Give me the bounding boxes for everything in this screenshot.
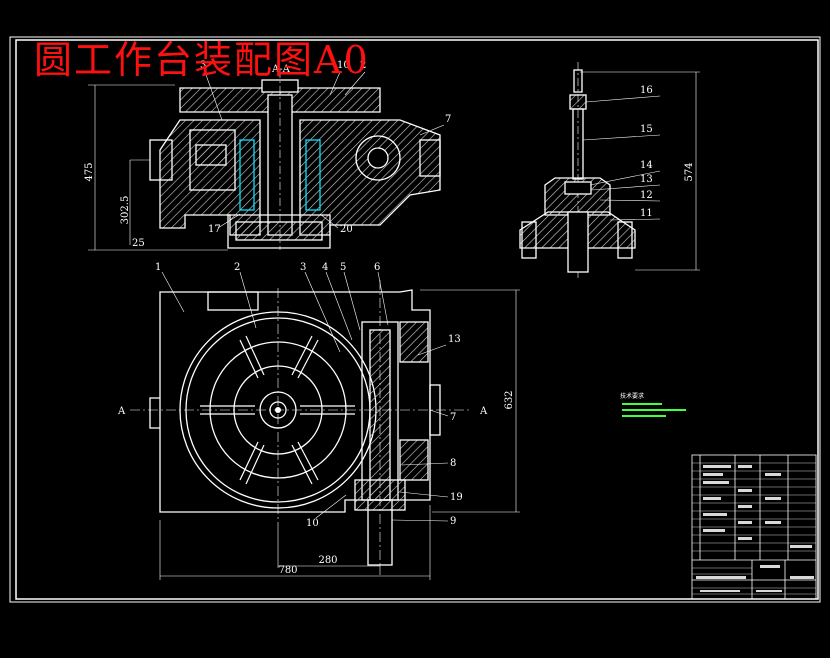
svg-text:475: 475 xyxy=(84,162,95,181)
dimension-text-632: 632 xyxy=(504,390,515,409)
label-9: 9 xyxy=(450,516,456,527)
svg-text:632: 632 xyxy=(504,390,515,409)
outer-border xyxy=(9,36,821,603)
label-top-20: 20 xyxy=(340,224,353,235)
top-view-annotations: A-A 3 10 2 7 17 20 475 302.5 25 xyxy=(84,60,451,249)
side-view-annotations: 16 15 14 13 12 11 574 xyxy=(640,85,695,219)
top-view-dim-lines xyxy=(88,71,445,251)
side-view-leaders xyxy=(580,71,700,271)
dimension-text-25: 25 xyxy=(132,238,145,249)
plan-view-leaders xyxy=(161,271,449,522)
svg-text:302.5: 302.5 xyxy=(120,196,131,225)
label-5: 5 xyxy=(340,262,346,273)
label-top-3: 3 xyxy=(200,60,206,71)
inner-border xyxy=(15,39,819,600)
label-12: 12 xyxy=(640,190,653,201)
plan-view-annotations: 1 2 3 4 5 6 13 7 8 19 9 10 A A 780 280 6… xyxy=(117,262,515,576)
section-mark-right: A xyxy=(479,406,488,417)
dimension-text-302: 302.5 xyxy=(120,196,131,225)
label-15: 15 xyxy=(640,124,653,135)
label-4: 4 xyxy=(322,262,328,273)
section-mark-left: A xyxy=(117,406,126,417)
title-block-rows xyxy=(692,462,816,595)
svg-text:574: 574 xyxy=(684,162,695,181)
label-11: 11 xyxy=(640,208,653,219)
title-block-fill-marks xyxy=(696,465,814,592)
label-3: 3 xyxy=(300,262,306,273)
section-mark-top: A-A xyxy=(271,64,291,75)
plan-dim-lines xyxy=(159,289,520,580)
label-1: 1 xyxy=(155,262,161,273)
label-10-plan: 10 xyxy=(306,518,319,529)
label-6: 6 xyxy=(374,262,380,273)
label-14: 14 xyxy=(640,160,653,171)
label-13-plan: 13 xyxy=(448,334,461,345)
section-view-a-a xyxy=(149,70,441,250)
side-detail-view xyxy=(519,62,636,280)
label-2: 2 xyxy=(234,262,240,273)
label-top-17: 17 xyxy=(208,224,221,235)
dimension-text-280: 280 xyxy=(318,555,337,566)
label-16: 16 xyxy=(640,85,653,96)
label-19: 19 xyxy=(450,492,463,503)
drawing-title: 圆工作台装配图A0 xyxy=(34,38,370,82)
notes-heading: 技术要求 xyxy=(620,392,644,400)
label-7-plan: 7 xyxy=(450,412,456,423)
label-top-2: 2 xyxy=(360,60,366,71)
label-8: 8 xyxy=(450,458,456,469)
dimension-text-780: 780 xyxy=(278,565,297,576)
technical-notes: 技术要求 xyxy=(620,392,686,417)
label-top-7: 7 xyxy=(445,114,451,125)
dimension-text-574: 574 xyxy=(684,162,695,181)
label-top-10: 10 xyxy=(337,60,350,71)
dimension-text-475: 475 xyxy=(84,162,95,181)
plan-view xyxy=(130,280,470,575)
label-13: 13 xyxy=(640,174,653,185)
